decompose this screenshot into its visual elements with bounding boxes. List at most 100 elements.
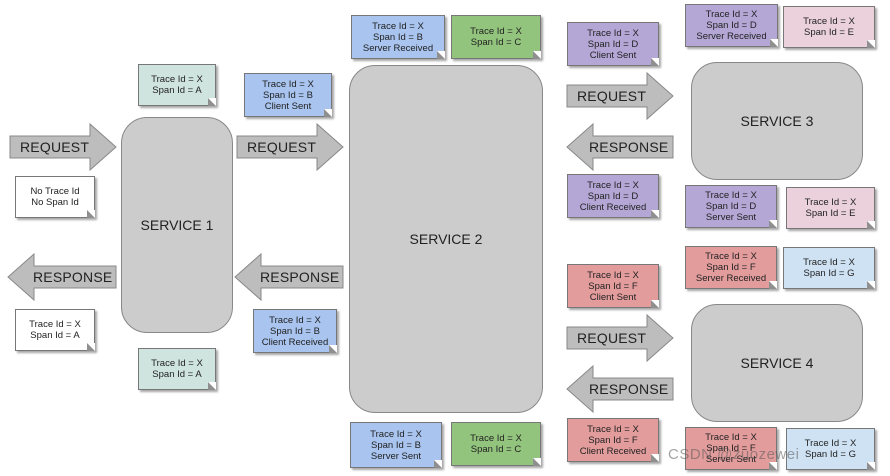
note-line: Span Id = D bbox=[705, 201, 757, 212]
note-line: Trace Id = X bbox=[804, 197, 857, 208]
note-line: Server Sent bbox=[705, 212, 757, 223]
note-s1-span-a-top: Trace Id = X Span Id = A bbox=[138, 64, 216, 106]
arrow-left-icon bbox=[566, 364, 674, 414]
response-arrow-service-2-to-1: RESPONSE bbox=[234, 252, 345, 302]
note-line: Trace Id = X bbox=[470, 26, 522, 37]
note-line: Client Received bbox=[579, 445, 647, 457]
note-s4-client-received: Trace Id = X Span Id = F Client Received bbox=[567, 418, 659, 462]
response-label: RESPONSE bbox=[589, 381, 669, 397]
note-line: Server Received bbox=[362, 42, 434, 54]
arrow-left-icon bbox=[566, 122, 674, 172]
note-line: Span Id = F bbox=[706, 443, 756, 454]
note-line: Client Sent bbox=[589, 49, 637, 61]
note-line: Span Id = C bbox=[470, 37, 522, 48]
note-line: No Trace Id bbox=[30, 186, 80, 197]
note-s3-server-received: Trace Id = X Span Id = D Server Received bbox=[685, 4, 778, 47]
arrow-left-icon bbox=[7, 252, 117, 302]
note-line: Trace Id = X bbox=[587, 27, 639, 39]
note-s1-span-a-bottom: Trace Id = X Span Id = A bbox=[138, 348, 216, 390]
note-line: Span Id = E bbox=[805, 208, 856, 219]
note-line: Server Received bbox=[696, 31, 767, 42]
watermark: CSDN @zuozewei bbox=[668, 446, 800, 463]
request-label: REQUEST bbox=[577, 88, 647, 104]
note-s3-client-received: Trace Id = X Span Id = D Client Received bbox=[567, 174, 659, 218]
response-arrow-from-service-1: RESPONSE bbox=[7, 252, 118, 302]
note-line: Span Id = G bbox=[805, 449, 856, 460]
note-line: Trace Id = X bbox=[372, 20, 424, 32]
note-line: Span Id = B bbox=[373, 31, 423, 43]
arrow-right-icon bbox=[566, 313, 674, 363]
note-line: Span Id = F bbox=[588, 280, 638, 292]
note-line: Span Id = G bbox=[803, 268, 855, 279]
response-label: RESPONSE bbox=[589, 139, 669, 155]
note-line: Trace Id = X bbox=[587, 179, 639, 191]
service-2: SERVICE 2 bbox=[349, 65, 543, 413]
request-label: REQUEST bbox=[247, 139, 317, 155]
note-s2-span-c-bottom: Trace Id = X Span Id = C bbox=[451, 422, 541, 466]
service-3: SERVICE 3 bbox=[691, 62, 863, 180]
note-line: Span Id = F bbox=[588, 434, 638, 446]
note-line: Trace Id = X bbox=[370, 428, 422, 440]
note-line: Trace Id = X bbox=[151, 358, 203, 369]
note-line: Client Sent bbox=[264, 100, 312, 112]
note-line: Span Id = D bbox=[587, 38, 639, 50]
note-s3-server-sent: Trace Id = X Span Id = D Server Sent bbox=[685, 185, 777, 228]
note-line: Span Id = B bbox=[270, 325, 320, 337]
note-line: Span Id = A bbox=[152, 369, 202, 380]
note-line: Trace Id = X bbox=[803, 257, 855, 268]
note-s2-span-c-top: Trace Id = X Span Id = C bbox=[451, 15, 541, 59]
note-s4-span-g-bottom: Trace Id = X Span Id = G bbox=[786, 428, 875, 470]
note-line: Trace Id = X bbox=[705, 251, 757, 262]
arrow-right-icon bbox=[9, 122, 117, 172]
arrow-right-icon bbox=[236, 122, 344, 172]
service-2-label: SERVICE 2 bbox=[409, 231, 483, 247]
response-label: RESPONSE bbox=[260, 269, 340, 285]
request-arrow-into-service-1: REQUEST bbox=[9, 122, 118, 172]
note-line: Trace Id = X bbox=[587, 423, 639, 435]
note-line: Trace Id = X bbox=[803, 16, 855, 27]
note-no-trace: No Trace Id No Span Id bbox=[15, 176, 95, 218]
note-s4-server-received: Trace Id = X Span Id = F Server Received bbox=[685, 246, 777, 289]
request-arrow-service-2-to-4: REQUEST bbox=[566, 313, 675, 363]
note-s4-span-g-top: Trace Id = X Span Id = G bbox=[783, 247, 875, 289]
note-line: Span Id = D bbox=[706, 20, 757, 31]
note-line: Trace Id = X bbox=[804, 438, 857, 449]
note-line: Server Sent bbox=[705, 454, 757, 465]
note-line: Client Received bbox=[579, 201, 647, 213]
note-line: Span Id = B bbox=[263, 89, 313, 101]
service-3-label: SERVICE 3 bbox=[740, 113, 814, 129]
service-4: SERVICE 4 bbox=[691, 304, 863, 422]
note-line: Span Id = A bbox=[152, 85, 202, 96]
response-label: RESPONSE bbox=[33, 269, 113, 285]
note-line: Server Sent bbox=[370, 450, 422, 462]
request-arrow-service-2-to-3: REQUEST bbox=[566, 71, 675, 121]
note-line: Trace Id = X bbox=[705, 9, 758, 20]
note-s2-server-sent: Trace Id = X Span Id = B Server Sent bbox=[350, 422, 442, 468]
note-line: Trace Id = X bbox=[262, 78, 314, 90]
response-arrow-service-3-to-2: RESPONSE bbox=[566, 122, 675, 172]
note-line: Span Id = E bbox=[804, 27, 854, 38]
response-arrow-service-4-to-2: RESPONSE bbox=[566, 364, 675, 414]
note-line: Span Id = B bbox=[371, 439, 421, 451]
arrow-left-icon bbox=[234, 252, 344, 302]
note-s4-client-sent: Trace Id = X Span Id = F Client Sent bbox=[567, 264, 659, 308]
note-s1-client-sent: Trace Id = X Span Id = B Client Sent bbox=[244, 73, 332, 117]
note-s1-response-out: Trace Id = X Span Id = A bbox=[15, 309, 95, 351]
note-line: Span Id = F bbox=[706, 262, 756, 273]
note-line: Trace Id = X bbox=[587, 269, 639, 281]
arrow-right-icon bbox=[566, 71, 674, 121]
note-line: Client Sent bbox=[589, 291, 637, 303]
request-label: REQUEST bbox=[577, 330, 647, 346]
note-line: Trace Id = X bbox=[151, 74, 203, 85]
note-s3-span-e-bottom: Trace Id = X Span Id = E bbox=[786, 187, 875, 229]
note-s2-server-received: Trace Id = X Span Id = B Server Received bbox=[351, 15, 445, 59]
service-4-label: SERVICE 4 bbox=[740, 355, 814, 371]
note-s3-client-sent: Trace Id = X Span Id = D Client Sent bbox=[567, 22, 659, 66]
note-line: Trace Id = X bbox=[269, 314, 321, 326]
note-s4-server-sent: Trace Id = X Span Id = F Server Sent bbox=[685, 427, 777, 470]
note-line: Client Received bbox=[261, 336, 329, 348]
note-line: Trace Id = X bbox=[705, 432, 757, 443]
note-line: Trace Id = X bbox=[470, 433, 522, 444]
note-line: No Span Id bbox=[31, 197, 79, 208]
note-s1-client-received: Trace Id = X Span Id = B Client Received bbox=[253, 309, 337, 353]
